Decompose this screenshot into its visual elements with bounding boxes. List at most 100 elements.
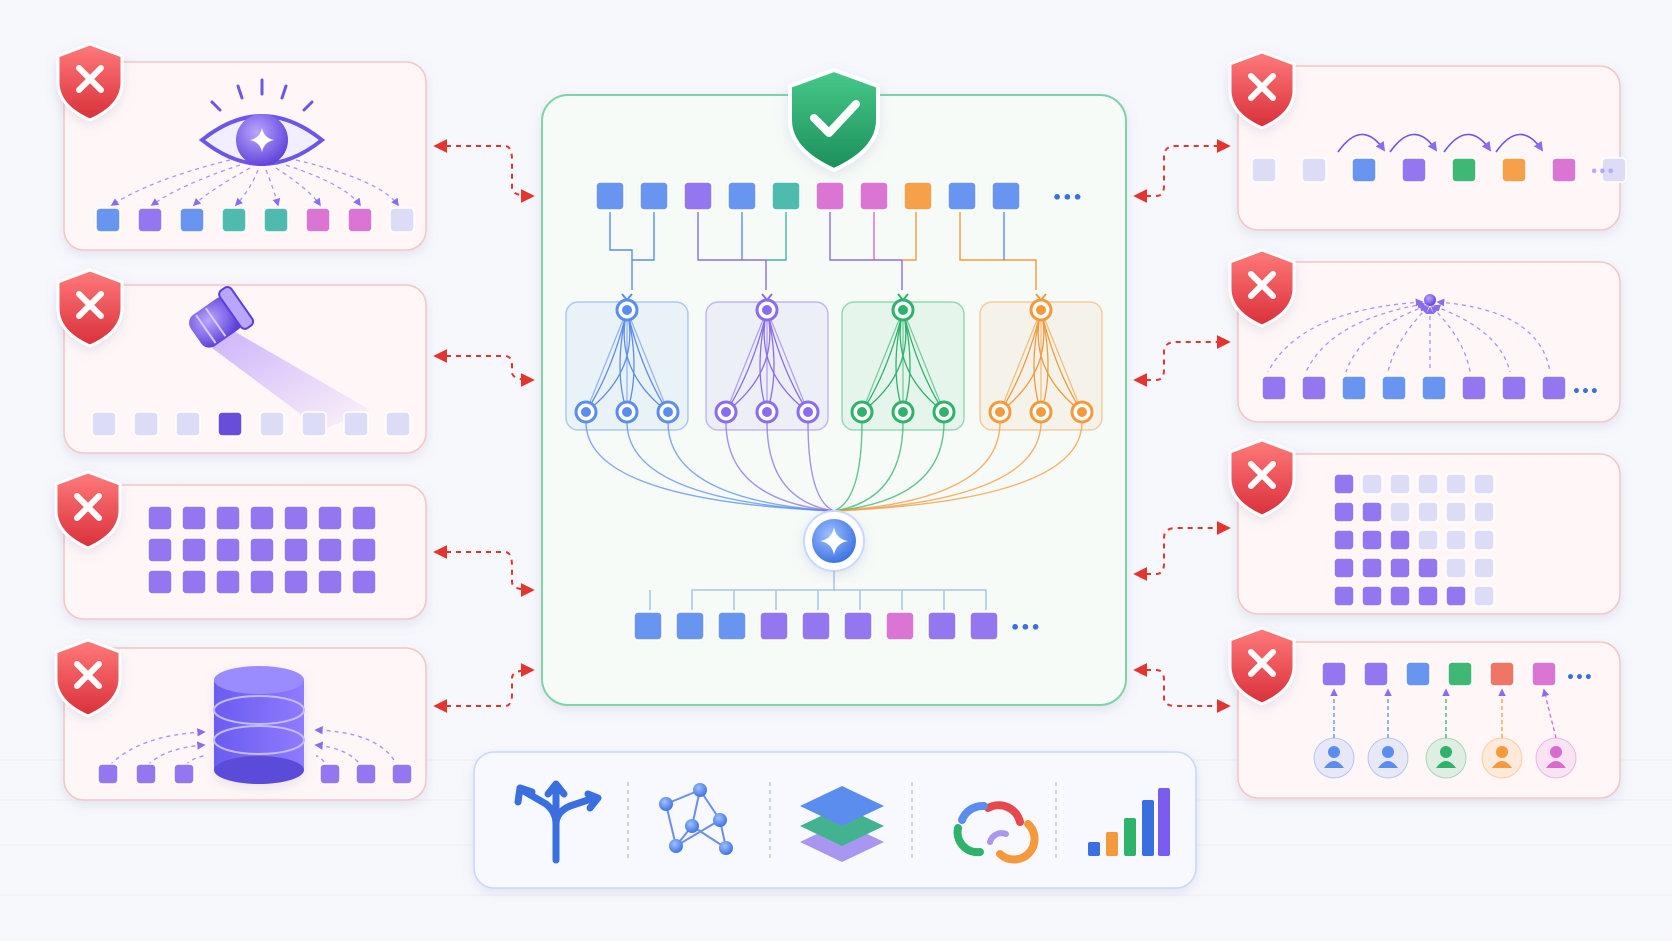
mask-cell xyxy=(1445,501,1467,523)
mask-cell xyxy=(1361,585,1383,607)
mask-cell xyxy=(1333,529,1355,551)
sequential-ellipsis: ••• xyxy=(1590,165,1615,180)
output-token xyxy=(801,611,831,641)
input-token xyxy=(859,181,889,211)
mask-cell xyxy=(1361,501,1383,523)
mask-cell xyxy=(1417,585,1439,607)
bar-growth-icon xyxy=(1088,788,1170,856)
token xyxy=(347,207,373,233)
output-token xyxy=(927,611,957,641)
mask-cell xyxy=(1389,529,1411,551)
mask-cell xyxy=(1333,585,1355,607)
token xyxy=(1501,375,1527,401)
token xyxy=(319,763,341,785)
output-token xyxy=(843,611,873,641)
token xyxy=(1341,375,1367,401)
router-node xyxy=(803,510,865,572)
token xyxy=(137,207,163,233)
shield-x-icon xyxy=(1228,50,1296,130)
mask-cell xyxy=(1417,473,1439,495)
input-token xyxy=(815,181,845,211)
token xyxy=(1261,375,1287,401)
token xyxy=(1601,157,1627,183)
mask-cell xyxy=(1445,585,1467,607)
broadcast-ellipsis: ••• xyxy=(1572,384,1599,400)
grid-token xyxy=(249,537,275,563)
token xyxy=(133,411,159,437)
token xyxy=(91,411,117,437)
expert-edges xyxy=(725,309,809,413)
mask-cell xyxy=(1389,557,1411,579)
token xyxy=(259,411,285,437)
layers-icon xyxy=(800,786,884,862)
output-fanout-lines xyxy=(649,571,987,610)
sparkle-icon xyxy=(820,527,848,555)
grid-token xyxy=(249,505,275,531)
token xyxy=(305,207,331,233)
input-token xyxy=(595,181,625,211)
grid-token xyxy=(215,537,241,563)
token xyxy=(389,207,415,233)
token xyxy=(301,411,327,437)
grid-token xyxy=(215,505,241,531)
token xyxy=(1321,661,1347,687)
mask-cell xyxy=(1389,585,1411,607)
center-output-tokens xyxy=(633,611,999,641)
users-icon xyxy=(1313,688,1577,779)
input-token xyxy=(903,181,933,211)
input-routing-lines xyxy=(609,212,1037,290)
token xyxy=(1501,157,1527,183)
grid-token xyxy=(317,537,343,563)
token xyxy=(1551,157,1577,183)
network-graph-icon xyxy=(659,783,733,855)
token xyxy=(1251,157,1277,183)
combine-lines xyxy=(585,421,1083,512)
mask-cell xyxy=(1445,529,1467,551)
output-token xyxy=(759,611,789,641)
token xyxy=(355,763,377,785)
token xyxy=(1541,375,1567,401)
mask-cell xyxy=(1473,501,1495,523)
token xyxy=(263,207,289,233)
grid-token xyxy=(147,537,173,563)
recycle-loop-icon xyxy=(953,801,1039,864)
shield-x-icon xyxy=(54,638,122,718)
mask-cell xyxy=(1445,473,1467,495)
input-token xyxy=(683,181,713,211)
center-input-tokens xyxy=(595,181,1021,211)
shield-x-icon xyxy=(54,470,122,550)
token xyxy=(221,207,247,233)
input-token xyxy=(991,181,1021,211)
grid-token xyxy=(181,505,207,531)
grid-token xyxy=(351,505,377,531)
token xyxy=(1405,661,1431,687)
grid-token xyxy=(181,537,207,563)
spotlight-tokens xyxy=(91,411,411,437)
connector-right-2 xyxy=(1133,335,1231,387)
token xyxy=(173,763,195,785)
grid-token xyxy=(283,537,309,563)
broadcast-icon xyxy=(1267,294,1551,373)
token xyxy=(391,763,413,785)
mask-cell xyxy=(1473,473,1495,495)
grid-token xyxy=(283,569,309,595)
mask-cell xyxy=(1417,557,1439,579)
token xyxy=(179,207,205,233)
token xyxy=(1301,375,1327,401)
token xyxy=(175,411,201,437)
mask-cell xyxy=(1417,529,1439,551)
eye-icon xyxy=(198,78,326,166)
token xyxy=(97,763,119,785)
vision-tokens xyxy=(95,207,415,233)
output-token xyxy=(969,611,999,641)
database-tokens xyxy=(97,763,413,785)
spotlight-icon xyxy=(189,286,370,430)
database-icon xyxy=(213,666,305,784)
output-token xyxy=(675,611,705,641)
input-token xyxy=(727,181,757,211)
token xyxy=(1401,157,1427,183)
connector-left-1 xyxy=(433,139,535,203)
connector-left-3 xyxy=(433,545,535,597)
recurrent-arrows-icon xyxy=(1337,133,1544,153)
